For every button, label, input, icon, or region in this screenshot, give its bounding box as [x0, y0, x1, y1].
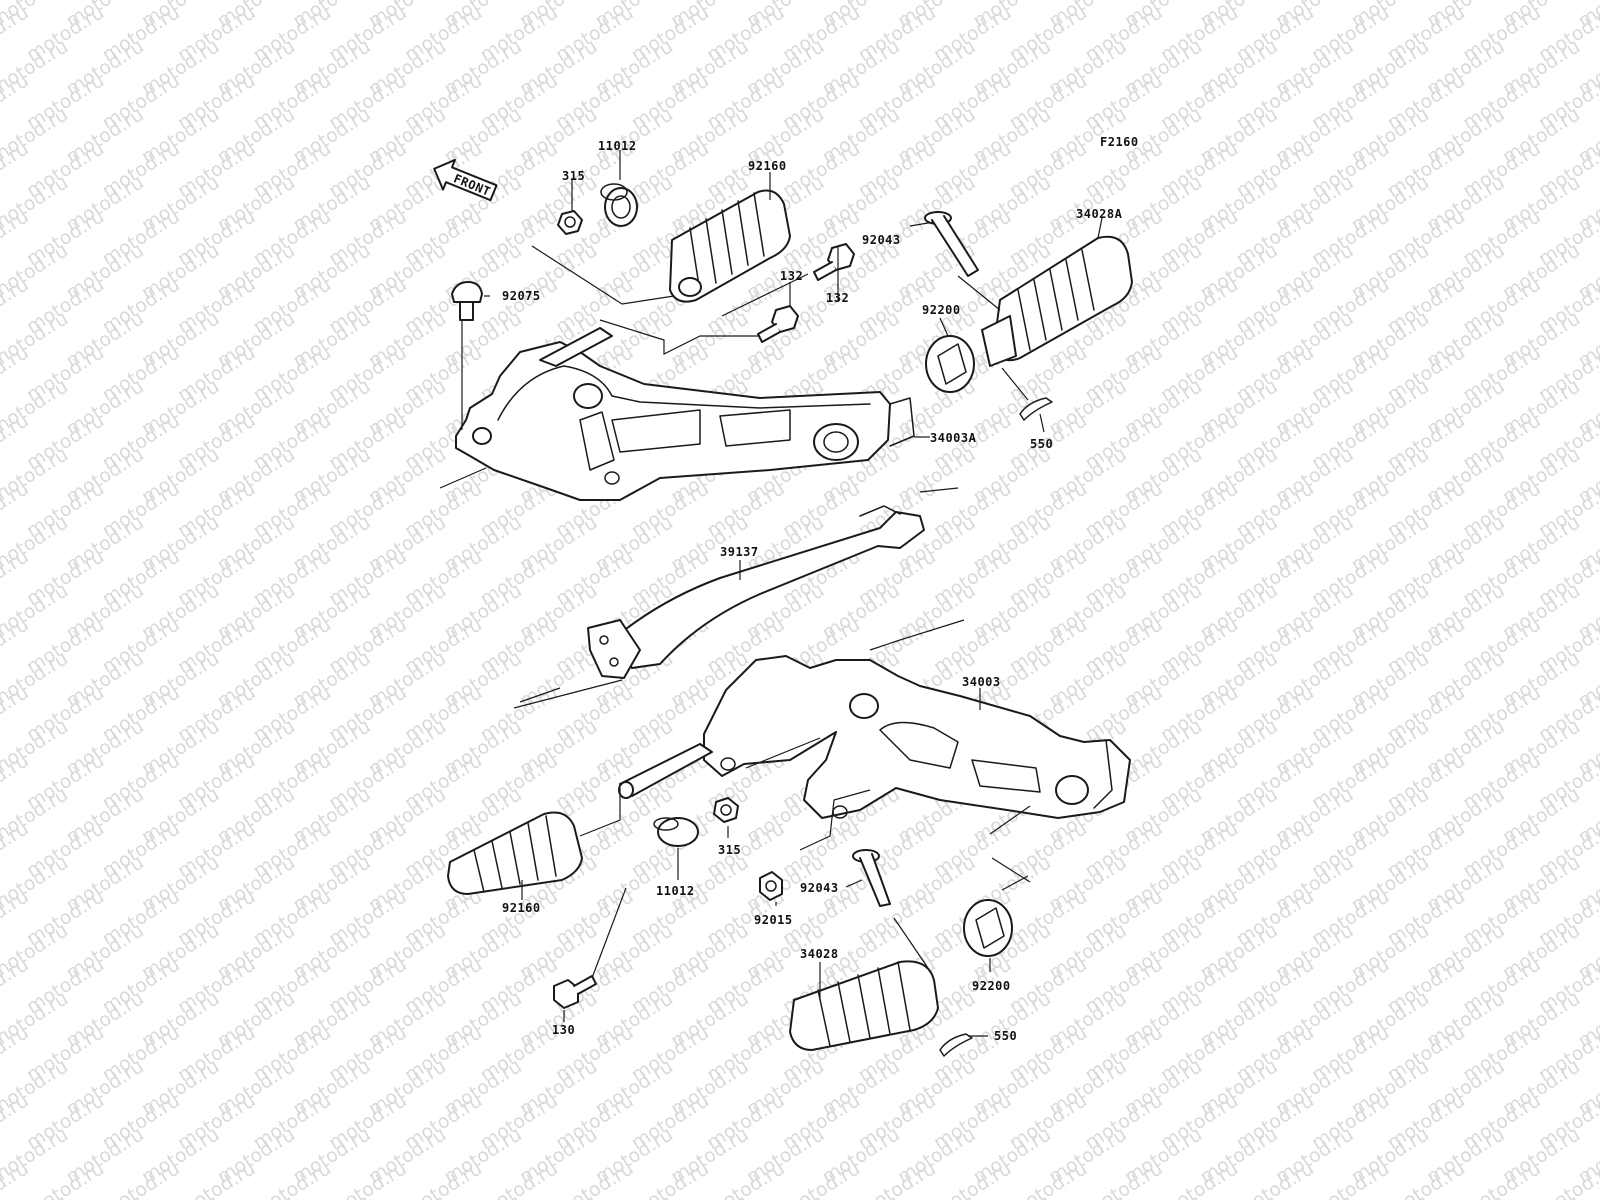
part-label-11012-lower: 11012	[656, 884, 695, 898]
part-label-34028: 34028	[800, 947, 839, 961]
part-label-130: 130	[552, 1023, 575, 1037]
bolt-92075	[451, 281, 483, 321]
part-label-92043-upper: 92043	[862, 233, 901, 247]
figure-code: F2160	[1100, 135, 1139, 149]
part-label-132-b: 132	[826, 291, 849, 305]
part-label-34028A: 34028A	[1076, 207, 1123, 221]
part-label-315-lower: 315	[718, 843, 741, 857]
nut-92015	[759, 871, 783, 901]
part-label-92160-upper: 92160	[748, 159, 787, 173]
part-label-550-upper: 550	[1030, 437, 1053, 451]
washer-92200-lower	[963, 899, 1013, 957]
part-label-11012-upper: 11012	[598, 139, 637, 153]
nut-315-upper	[557, 210, 583, 235]
part-label-34003: 34003	[962, 675, 1001, 689]
part-label-92200-lower: 92200	[972, 979, 1011, 993]
part-label-550-lower: 550	[994, 1029, 1017, 1043]
part-label-132-a: 132	[780, 269, 803, 283]
washer-92200-upper	[925, 335, 975, 393]
part-label-92015: 92015	[754, 913, 793, 927]
part-label-92075: 92075	[502, 289, 541, 303]
part-label-92043-lower: 92043	[800, 881, 839, 895]
part-label-92200-upper: 92200	[922, 303, 961, 317]
part-label-34003A: 34003A	[930, 431, 977, 445]
part-label-39137: 39137	[720, 545, 759, 559]
part-label-315-upper: 315	[562, 169, 585, 183]
part-label-92160-lower: 92160	[502, 901, 541, 915]
